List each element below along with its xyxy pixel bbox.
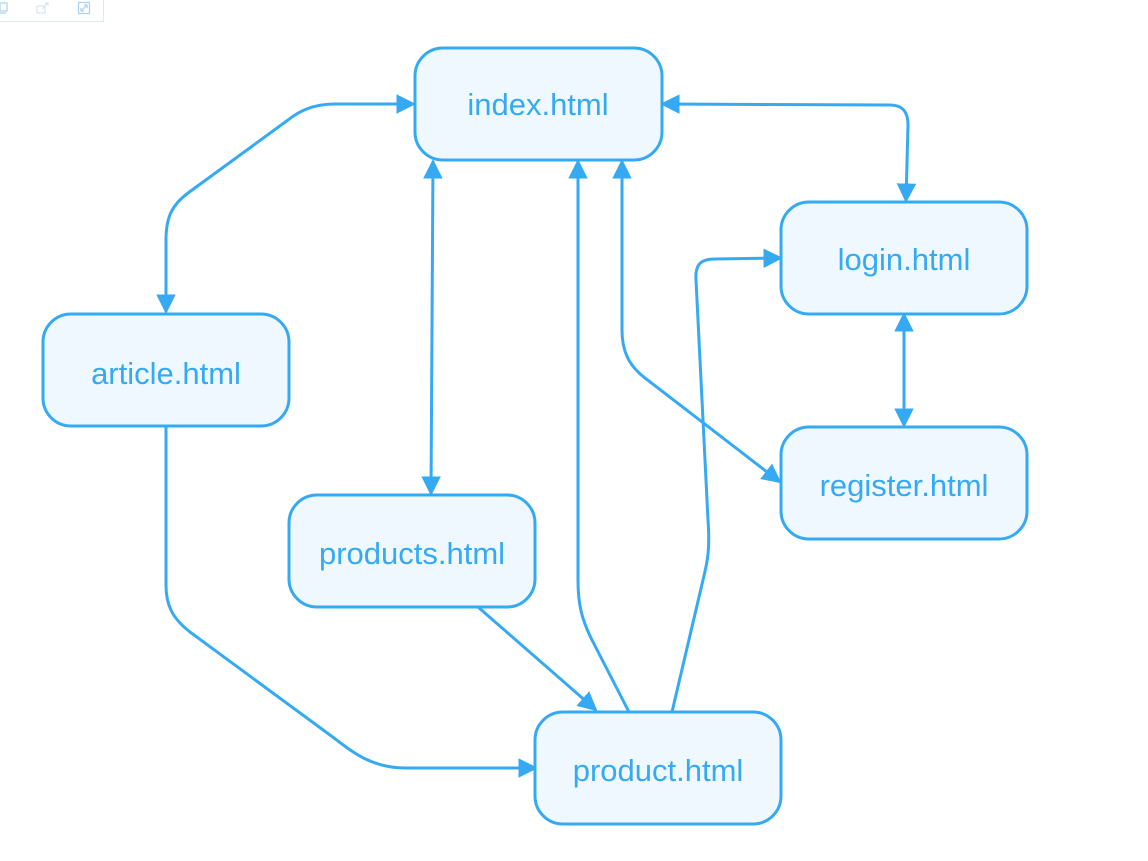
edge-index-products (421, 159, 443, 496)
edge-article-product (164, 427, 538, 778)
node-index[interactable]: index.html (413, 46, 664, 162)
node-label: article.html (91, 356, 241, 391)
node-label: product.html (573, 753, 744, 788)
edge-product-login (670, 248, 783, 713)
node-login[interactable]: login.html (779, 200, 1029, 316)
node-register[interactable]: register.html (779, 425, 1029, 541)
edge-index-register (612, 159, 782, 484)
node-product[interactable]: product.html (533, 710, 783, 826)
edge-index-article (156, 94, 416, 314)
node-label: products.html (319, 536, 505, 571)
node-products[interactable]: products.html (287, 493, 537, 609)
node-label: login.html (838, 242, 971, 277)
diagram-toolbar (0, 0, 104, 22)
edge-product-index (568, 159, 631, 713)
copy-icon[interactable] (0, 1, 10, 15)
export-icon[interactable] (36, 1, 50, 15)
node-label: index.html (467, 87, 608, 122)
edge-index-login (660, 94, 917, 203)
fullscreen-icon[interactable] (77, 1, 91, 15)
node-label: register.html (820, 468, 989, 503)
edge-products-product (477, 605, 598, 712)
node-article[interactable]: article.html (41, 312, 291, 428)
